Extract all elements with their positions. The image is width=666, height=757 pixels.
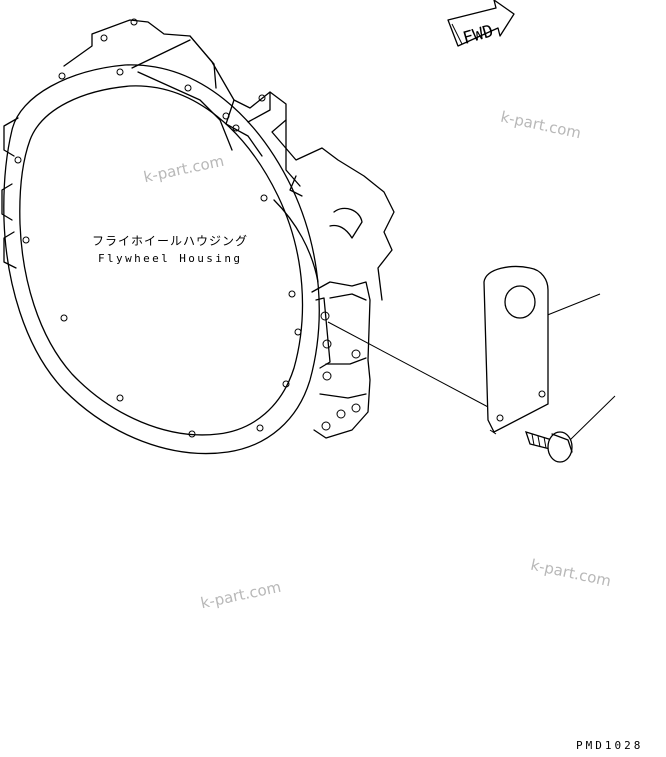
bracket-plate <box>483 265 549 435</box>
part-label-english: Flywheel Housing <box>98 252 243 265</box>
fwd-arrow-label: FWD <box>461 21 496 49</box>
flywheel-housing <box>1 18 395 455</box>
flange-bolt <box>524 431 573 463</box>
fwd-arrow: FWD <box>447 0 515 49</box>
flange-bolt-holes <box>14 68 302 438</box>
leader-lines <box>327 293 616 441</box>
drawing-code: PMD1028 <box>576 739 644 752</box>
part-label-japanese: フライホイールハウジング <box>92 234 249 248</box>
